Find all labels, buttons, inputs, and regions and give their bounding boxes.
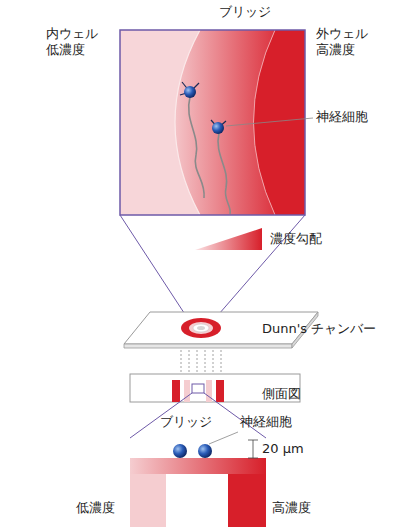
bridge-title: ブリッジ [219, 4, 271, 20]
neuron-callout: 神経細胞 [240, 414, 292, 430]
side-view-label: 側面図 [262, 386, 301, 402]
inner-well-label: 内ウェル 低濃度 [46, 26, 108, 59]
side-view [130, 374, 300, 402]
cross-section [130, 432, 266, 527]
gradient-label: 濃度勾配 [270, 231, 322, 247]
leader-line [226, 118, 313, 126]
neuron-callout: 神経細胞 [316, 109, 368, 125]
gradient-wedge [195, 228, 262, 250]
zoom-frame [120, 30, 305, 215]
low-concentration-label: 低濃度 [76, 500, 115, 516]
chamber-label: Dunn's チャンバー [262, 321, 376, 337]
bridge-label: ブリッジ [160, 414, 212, 430]
high-concentration-label: 高濃度 [272, 500, 311, 516]
projection-lines [181, 350, 221, 372]
dimension-label: 20 μm [262, 441, 304, 457]
bridge-closeup [120, 30, 305, 215]
outer-well-label: 外ウェル 高濃度 [316, 26, 378, 59]
